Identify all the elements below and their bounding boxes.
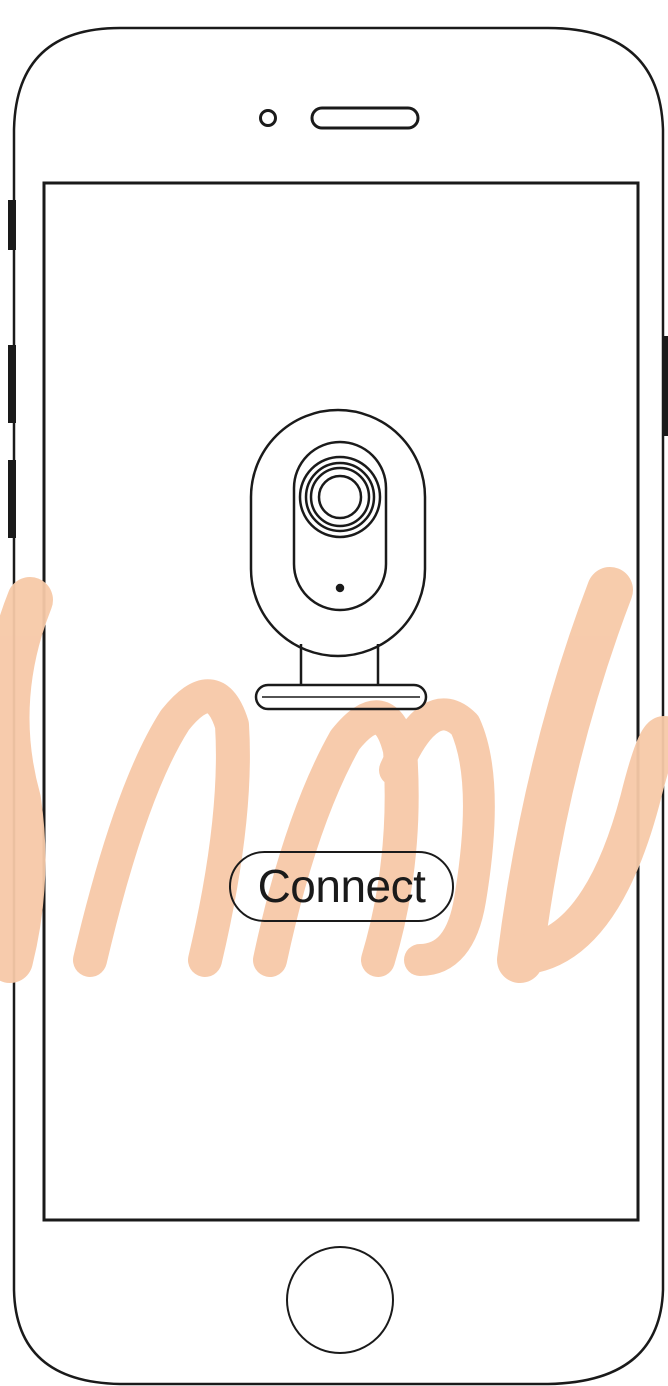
volume-switch: [8, 200, 16, 250]
earpiece-speaker-icon: [312, 108, 418, 128]
front-camera-icon: [261, 111, 276, 126]
connect-label: Connect: [258, 863, 426, 909]
connect-button[interactable]: Connect: [229, 851, 454, 922]
security-camera-icon: [251, 410, 426, 709]
volume-up-button: [8, 345, 16, 423]
volume-down-button: [8, 460, 16, 538]
home-button[interactable]: [286, 1246, 394, 1354]
power-button: [662, 336, 668, 436]
